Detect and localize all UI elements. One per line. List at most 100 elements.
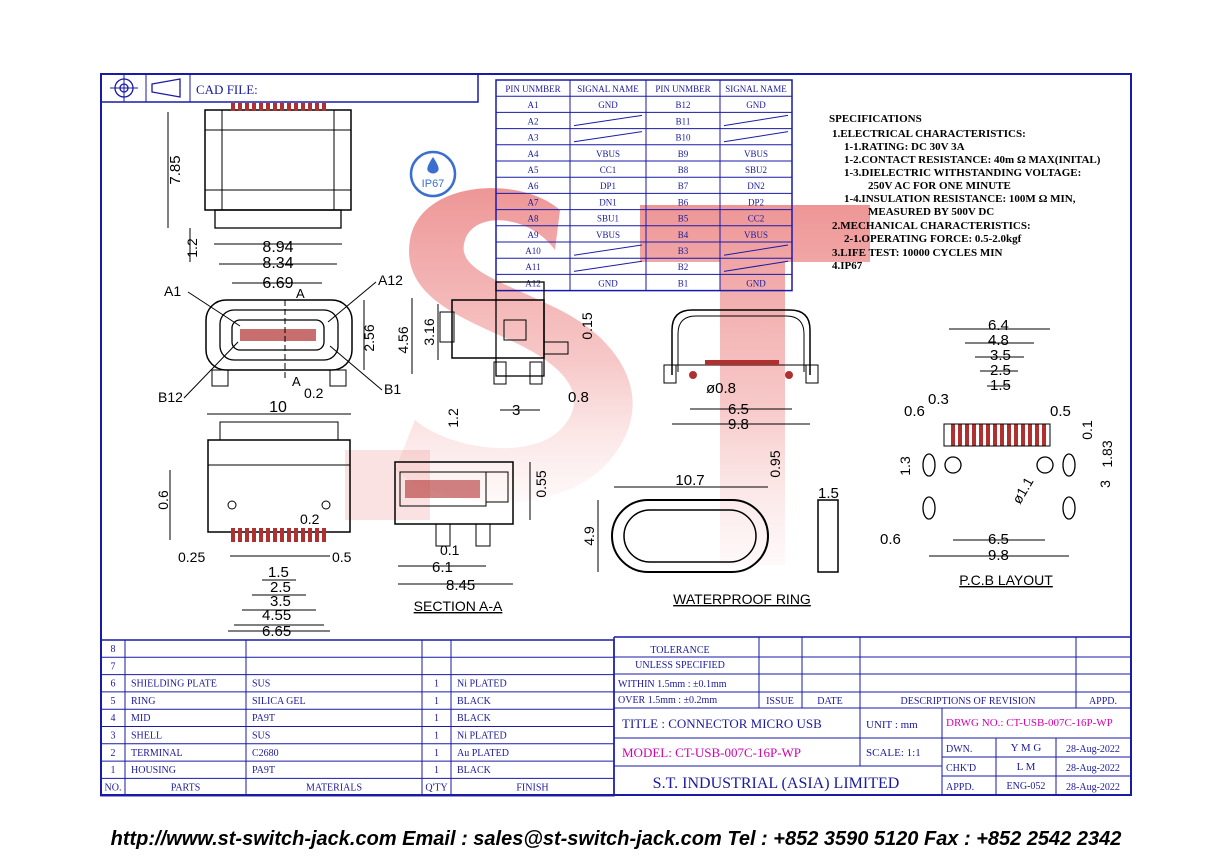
bom-header: NO.: [105, 782, 122, 793]
section-view: 0.55 0.1 6.1 8.45 SECTION A-A: [394, 461, 549, 614]
checked-label: CHK'D: [946, 763, 976, 774]
bom-cell: 1: [434, 748, 439, 759]
section-mark: A: [292, 374, 301, 389]
spec-line: 1-1.RATING: DC 30V 3A: [844, 141, 965, 153]
bom-cell: SUS: [252, 679, 270, 690]
dim-label: 0.5: [332, 549, 352, 565]
approved-label: APPD.: [946, 782, 974, 793]
pin-table-cell: SBU1: [597, 214, 619, 224]
pin-table-cell: B7: [678, 181, 689, 191]
pin-table-cell: DN2: [747, 181, 765, 191]
bom-cell: SHIELDING PLATE: [131, 679, 217, 690]
bom-cell: MID: [131, 713, 150, 724]
bom-header: MATERIALS: [306, 782, 362, 793]
checked-date: 28-Aug-2022: [1066, 763, 1120, 774]
tolerance-over: OVER 1.5mm : ±0.2mm: [618, 695, 717, 706]
pin-table-cell: GND: [598, 278, 618, 288]
pin-table-cell: A12: [525, 278, 541, 288]
spec-line: 1-3.DIELECTRIC WITHSTANDING VOLTAGE:: [844, 167, 1081, 179]
bom-cell: BLACK: [457, 696, 492, 707]
pin-table-cell: A4: [528, 149, 539, 159]
dim-label: 0.2: [300, 511, 320, 527]
bom-cell: 1: [434, 713, 439, 724]
dim-label: 0.6: [880, 531, 901, 548]
spec-line: 1-4.INSULATION RESISTANCE: 100M Ω MIN,: [844, 193, 1076, 205]
pin-label: B1: [384, 381, 401, 397]
dim-label: 0.1: [440, 542, 460, 558]
dim-label: 2.5: [270, 579, 291, 596]
dim-label: 0.5: [1050, 403, 1071, 420]
dim-label: 4.9: [581, 526, 597, 546]
dim-label: 0.95: [767, 450, 783, 477]
st-watermark-logo: [345, 188, 870, 565]
dim-label: 3.5: [270, 593, 291, 610]
dim-label: 3: [512, 402, 520, 419]
pin-table-cell: DP1: [600, 181, 616, 191]
model-number: MODEL: CT-USB-007C-16P-WP: [622, 745, 801, 760]
iso-view: ø0.8 6.5 9.8: [663, 309, 819, 433]
dim-label: 8.45: [446, 577, 475, 594]
dim-label: 0.6: [155, 490, 171, 510]
projection-cone-icon: [151, 78, 181, 98]
waterproof-ring-label: WATERPROOF RING: [673, 591, 811, 607]
revision-header: DESCRIPTIONS OF REVISION: [900, 696, 1035, 707]
spec-line: 4.IP67: [832, 260, 863, 272]
dim-label: 6.1: [432, 559, 453, 576]
drawing-title: TITLE : CONNECTOR MICRO USB: [622, 716, 822, 731]
ip67-label: IP67: [422, 178, 445, 190]
dim-label: 1.5: [990, 377, 1011, 394]
dim-label: 4.8: [988, 332, 1009, 349]
empty-signal-slash: [573, 131, 643, 143]
spec-line: 1.ELECTRICAL CHARACTERISTICS:: [832, 128, 1026, 140]
pin-table-cell: A1: [528, 100, 539, 110]
drawn-date: 28-Aug-2022: [1066, 744, 1120, 755]
dim-label: 1.2: [184, 238, 200, 258]
contact-footer: http://www.st-switch-jack.com Email : sa…: [110, 828, 1122, 850]
dim-label: 0.2: [304, 385, 324, 401]
empty-signal-slash: [723, 260, 789, 272]
pin-table-cell: B1: [678, 278, 689, 288]
specifications: SPECIFICATIONS 1.ELECTRICAL CHARACTERIST…: [829, 113, 1101, 272]
pin-table-cell: A8: [528, 214, 539, 224]
approved-by: ENG-052: [1007, 781, 1046, 792]
bom-cell: Au PLATED: [457, 748, 509, 759]
pin-table-cell: A9: [528, 230, 539, 240]
dim-label: 4.56: [395, 326, 411, 353]
empty-signal-slash: [573, 114, 643, 127]
pin-table-cell: B4: [678, 230, 689, 240]
dim-label: 2.5: [990, 362, 1011, 379]
title-block: TOLERANCE UNLESS SPECIFIED WITHIN 1.5mm …: [613, 636, 1131, 795]
dim-label: 1.5: [268, 564, 289, 581]
dim-label: 0.8: [568, 389, 589, 406]
bom-cell: PA9T: [252, 713, 275, 724]
drawn-by: Y M G: [1011, 742, 1042, 754]
dim-label: 8.94: [262, 239, 293, 256]
dim-label: 9.8: [728, 416, 749, 433]
company-name: S.T. INDUSTRIAL (ASIA) LIMITED: [653, 775, 900, 792]
pin-table-header: SIGNAL NAME: [577, 84, 639, 94]
pin-label: A12: [378, 272, 403, 288]
bom-cell: PA9T: [252, 765, 275, 776]
spec-line: MEASURED BY 500V DC: [868, 206, 994, 218]
spec-line: 1-2.CONTACT RESISTANCE: 40m Ω MAX(INITAL…: [844, 154, 1101, 166]
bom-cell: SUS: [252, 731, 270, 742]
pin-table-cell: A2: [528, 116, 539, 126]
bottom-view: 10 0.6 0.2 0.25 0.5 1.5 2.5 3.5 4.55 6.6…: [155, 399, 352, 640]
bom-cell: 8: [111, 644, 116, 655]
front-view: 8.94 8.34 6.69 A A A1 A12 B12 B1 2.56 0.…: [158, 239, 403, 405]
issue-header: ISSUE: [766, 696, 794, 707]
dim-label: 0.1: [1079, 420, 1095, 440]
pcb-layout-label: P.C.B LAYOUT: [959, 572, 1053, 588]
bom-cell: 5: [111, 696, 116, 707]
pin-table-cell: A6: [528, 181, 539, 191]
pin-table-cell: B8: [678, 165, 689, 175]
pin-table-cell: GND: [598, 100, 618, 110]
bom-header: Q'TY: [425, 782, 447, 793]
bom-cell: 1: [111, 765, 116, 776]
top-view: 7.85 1.2: [167, 103, 352, 262]
dim-label: 6.4: [988, 317, 1009, 334]
pin-table-cell: VBUS: [596, 230, 620, 240]
bom-cell: 1: [434, 696, 439, 707]
approved-header: APPD.: [1089, 696, 1117, 707]
